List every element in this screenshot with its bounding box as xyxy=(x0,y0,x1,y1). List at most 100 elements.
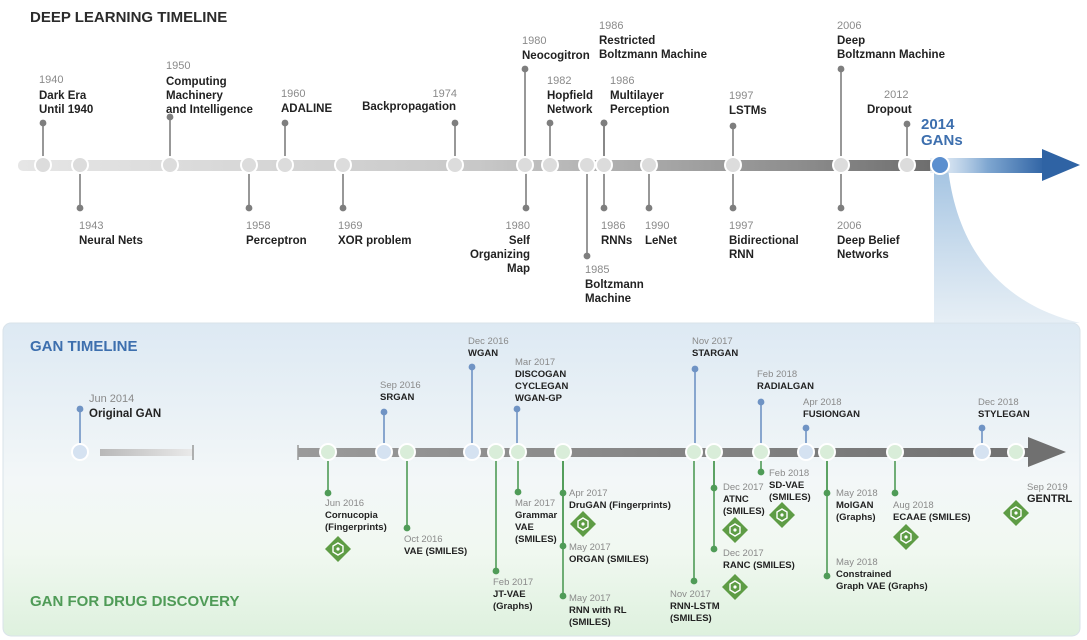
drug-rnn-rl-label: RNN with RL (SMILES) xyxy=(569,605,627,628)
dl-1986-rnn-year: 1986 xyxy=(601,220,626,232)
gan-feb-2018-date: Feb 2018 xyxy=(757,369,798,380)
gan-srgan-label: SRGAN xyxy=(380,392,415,403)
gan-discogan-label: DISCOGAN CYCLEGAN WGAN-GP xyxy=(515,369,569,404)
dl-2006-dbm-label: Deep Boltzmann Machine xyxy=(837,35,945,61)
gan-dec-2016-date: Dec 2016 xyxy=(468,336,509,347)
gan-stargan-marker-dot xyxy=(691,365,699,373)
drug-drugan-date: Apr 2017 xyxy=(569,488,608,499)
gentrl-molecule-icon xyxy=(1003,500,1029,526)
dl-1969-label: XOR problem xyxy=(338,235,412,247)
gan-timeline-title: GAN TIMELINE xyxy=(30,338,138,355)
drug-jtvae-date: Feb 2017 xyxy=(493,577,534,588)
dl-1943-label: Neural Nets xyxy=(79,235,143,247)
gan-original-label: Original GAN xyxy=(89,408,162,420)
dl-1958-marker-dot xyxy=(245,204,253,212)
dl-1986-rnn-label: RNNs xyxy=(601,235,633,247)
dl-1986-mlp-label: Multilayer Perception xyxy=(610,90,670,116)
dl-1960-marker-dot xyxy=(281,119,289,127)
drug-sdvae-label: SD-VAE (SMILES) xyxy=(769,480,811,503)
dl-timeline-node xyxy=(334,156,352,174)
gan-drug-discovery-title: GAN FOR DRUG DISCOVERY xyxy=(30,593,240,610)
gan-radialgan-label: RADIALGAN xyxy=(757,381,814,392)
dl-1980-bottom-year: 1980 xyxy=(505,220,530,232)
drug-molgan-label: MolGAN (Graphs) xyxy=(836,500,876,523)
drug-ecaae-date: Aug 2018 xyxy=(893,500,934,511)
drugan-molecule-icon xyxy=(570,511,596,537)
dl-1940-label: Dark Era Until 1940 xyxy=(39,90,94,116)
deep-learning-axis-arrow-shaft xyxy=(930,158,1045,173)
gan-wgan-marker-dot xyxy=(468,363,476,371)
drug-grammar-vae-marker-dot xyxy=(514,488,522,496)
dl-2012-year: 2012 xyxy=(884,89,909,101)
gan-mar-2017-date: Mar 2017 xyxy=(515,357,556,368)
dl-1958-year: 1958 xyxy=(246,220,271,232)
drug-rnn-rl-marker-dot xyxy=(559,592,567,600)
drug-ranc-label: RANC (SMILES) xyxy=(723,560,795,571)
gan-nov-2017-date: Nov 2017 xyxy=(692,336,733,347)
dl-1980-top-label: Neocogitron xyxy=(522,50,590,62)
drug-gentrl-label: GENTRL xyxy=(1027,493,1073,505)
dl-1960-year: 1960 xyxy=(281,88,306,100)
dl-1986-rbm-label: Restricted Boltzmann Machine xyxy=(599,35,707,61)
dl-1997-brnn-label: Bidirectional RNN xyxy=(729,235,799,261)
gans-year-label: 2014 xyxy=(921,116,955,133)
dl-1969-year: 1969 xyxy=(338,220,363,232)
gan-discogan-marker-dot xyxy=(513,405,521,413)
dl-timeline-node xyxy=(446,156,464,174)
drug-grammar-vae-date: Mar 2017 xyxy=(515,498,556,509)
sdvae-molecule-icon-hexagon xyxy=(776,508,788,522)
gan-stylegan-marker-dot xyxy=(978,424,986,432)
dl-1940-marker-dot xyxy=(39,119,47,127)
dl-timeline-node xyxy=(595,156,613,174)
dl-timeline-node xyxy=(898,156,916,174)
dl-1982-label: Hopfield Network xyxy=(547,90,593,116)
dl-timeline-node xyxy=(832,156,850,174)
gan-timeline-node xyxy=(973,443,991,461)
drug-cornucopia-date: Jun 2016 xyxy=(325,498,365,509)
drug-rnn-lstm-marker-dot xyxy=(690,577,698,585)
drug-rnn-rl-date: May 2017 xyxy=(569,593,611,604)
dl-1997-brnn-year: 1997 xyxy=(729,220,754,232)
dl-1950-label: Computing Machinery and Intelligence xyxy=(166,76,253,116)
dl-2006-dbn-year: 2006 xyxy=(837,220,862,232)
dl-1943-year: 1943 xyxy=(79,220,104,232)
gan-stargan-label: STARGAN xyxy=(692,348,739,359)
dl-1982-marker-dot xyxy=(546,119,554,127)
dl-timeline-node xyxy=(516,156,534,174)
ranc-molecule-icon-center xyxy=(733,585,737,589)
dl-1980-top-year: 1980 xyxy=(522,35,547,47)
gan-timeline-node xyxy=(797,443,815,461)
gan-radialgan-marker-dot xyxy=(757,398,765,406)
dl-1950-year: 1950 xyxy=(166,60,191,72)
drug-rnn-lstm-date: Nov 2017 xyxy=(670,589,711,600)
dl-timeline-node xyxy=(640,156,658,174)
dl-timeline-node xyxy=(578,156,596,174)
drug-ecaae-label: ECAAE (SMILES) xyxy=(893,512,971,523)
drug-timeline-node xyxy=(685,443,703,461)
drug-timeline-node xyxy=(886,443,904,461)
dl-1997-lstm-marker-dot xyxy=(729,122,737,130)
gans-label: GANs xyxy=(921,132,963,149)
dl-2006-dbm-marker-dot xyxy=(837,65,845,73)
dl-1997-brnn-marker-dot xyxy=(729,204,737,212)
gan-dec-2018-date: Dec 2018 xyxy=(978,397,1019,408)
gan-sep-2016-date: Sep 2016 xyxy=(380,380,421,391)
dl-1986-mlp-year: 1986 xyxy=(610,75,635,87)
drug-cgvae-label: Constrained Graph VAE (Graphs) xyxy=(836,569,928,592)
gan-stylegan-label: STYLEGAN xyxy=(978,409,1030,420)
ecaae-molecule-icon-center xyxy=(904,535,908,539)
dl-1980-bottom-marker-dot xyxy=(522,204,530,212)
drug-timeline-node xyxy=(705,443,723,461)
dl-1990-year: 1990 xyxy=(645,220,670,232)
deep-learning-axis-arrowhead xyxy=(1042,149,1080,181)
atnc-molecule-icon-hexagon xyxy=(729,523,741,537)
original-gan-axis-stub xyxy=(100,449,193,456)
drugan-molecule-icon-center xyxy=(581,522,585,526)
dl-1986-mlp-marker-dot xyxy=(600,119,608,127)
atnc-molecule-icon xyxy=(722,517,748,543)
gan-srgan-marker-dot xyxy=(380,408,388,416)
dl-1982-year: 1982 xyxy=(547,75,572,87)
ranc-molecule-icon-hexagon xyxy=(729,580,741,594)
dl-1986-rbm-year: 1986 xyxy=(599,20,624,32)
